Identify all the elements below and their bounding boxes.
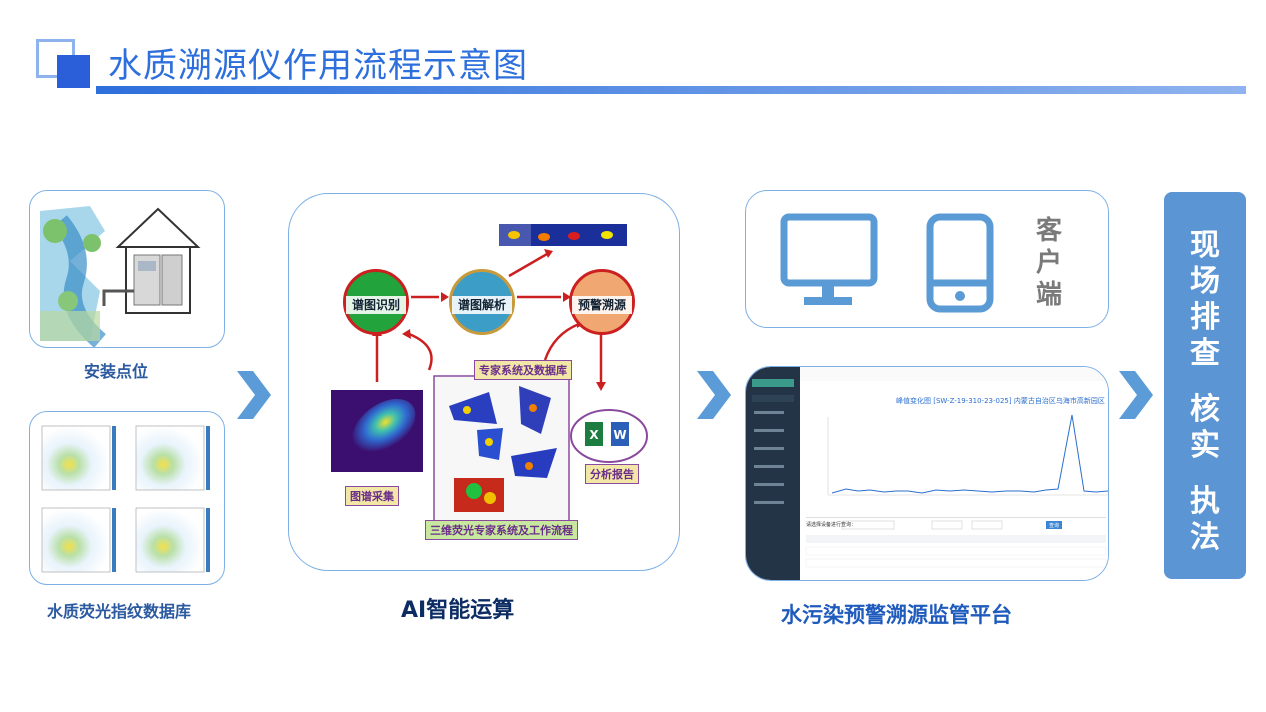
fluorescence-spectra-thumbnails bbox=[41, 425, 210, 573]
ai-computation-card: X W 谱图识别 谱图解析 预警溯源 专家系统及数据库 图谱采集 分析报告 三维… bbox=[288, 193, 680, 571]
spectrum-collection-plot bbox=[331, 390, 423, 472]
install-site-card bbox=[29, 190, 225, 348]
fluorescence-database-card bbox=[29, 411, 225, 585]
ai-flow-graphics: X W bbox=[331, 224, 648, 529]
node-warn: 预警溯源 bbox=[569, 269, 635, 335]
install-site-label: 安装点位 bbox=[84, 362, 149, 381]
ai-computation-label: AI智能运算 bbox=[401, 598, 515, 623]
client-label: 客户端 bbox=[1035, 216, 1062, 310]
install-site-illustration bbox=[40, 206, 201, 348]
word-icon bbox=[611, 422, 629, 446]
spectrum-thumb-4 bbox=[135, 507, 210, 573]
workflow-tag: 三维荧光专家系统及工作流程 bbox=[425, 520, 578, 540]
action-enforce: 执法 bbox=[1190, 484, 1220, 555]
field-action-bar: 现场排查 核实 执法 bbox=[1164, 192, 1246, 579]
report-oval: X W bbox=[570, 409, 648, 463]
platform-chart-title: 峰值变化图 [SW-Z-19-310-23-025] 内蒙古自治区乌海市高新园区 bbox=[896, 397, 1105, 405]
spectrum-thumb-3 bbox=[41, 507, 116, 573]
node-analyze: 谱图解析 bbox=[449, 269, 515, 335]
node-analyze-label: 谱图解析 bbox=[452, 296, 512, 314]
page-title: 水质溯源仪作用流程示意图 bbox=[108, 46, 528, 86]
client-card bbox=[745, 190, 1109, 328]
platform-query-label: 请选择设备进行查询： bbox=[806, 522, 857, 528]
action-field-investigation: 现场排查 bbox=[1190, 228, 1220, 371]
peak-trend-line bbox=[831, 414, 1108, 494]
monitor-icon bbox=[780, 213, 878, 305]
node-identify-label: 谱图识别 bbox=[346, 296, 406, 314]
field-action-text: 现场排查 核实 执法 bbox=[1164, 228, 1246, 556]
heatmap-strip bbox=[499, 224, 627, 246]
spectrum-thumb-1 bbox=[41, 425, 116, 491]
platform-screenshot-card: 峰值变化图 [SW-Z-19-310-23-025] 内蒙古自治区乌海市高新园区… bbox=[745, 366, 1109, 581]
excel-icon bbox=[585, 422, 603, 446]
platform-label: 水污染预警溯源监管平台 bbox=[781, 603, 1012, 627]
title-underline bbox=[96, 86, 1246, 94]
node-identify: 谱图识别 bbox=[343, 269, 409, 335]
spectrum-collection-tag: 图谱采集 bbox=[345, 486, 399, 506]
expert-system-panel bbox=[433, 375, 570, 529]
chevron-right-icon bbox=[1119, 371, 1153, 419]
platform-screenshot bbox=[746, 367, 1108, 580]
chevron-right-icon bbox=[237, 371, 271, 419]
report-tag: 分析报告 bbox=[585, 464, 639, 484]
header-logo-fill bbox=[57, 55, 90, 88]
svg-text:X: X bbox=[589, 428, 599, 442]
chevron-right-icon bbox=[697, 371, 731, 419]
tablet-icon bbox=[926, 213, 994, 313]
action-verify: 核实 bbox=[1190, 392, 1220, 463]
svg-text:W: W bbox=[613, 428, 626, 442]
platform-query-button[interactable]: 查询 bbox=[1049, 523, 1060, 529]
database-label: 水质荧光指纹数据库 bbox=[47, 602, 192, 621]
expert-system-tag: 专家系统及数据库 bbox=[474, 360, 572, 380]
node-warn-label: 预警溯源 bbox=[572, 296, 632, 314]
spectrum-thumb-2 bbox=[135, 425, 210, 491]
